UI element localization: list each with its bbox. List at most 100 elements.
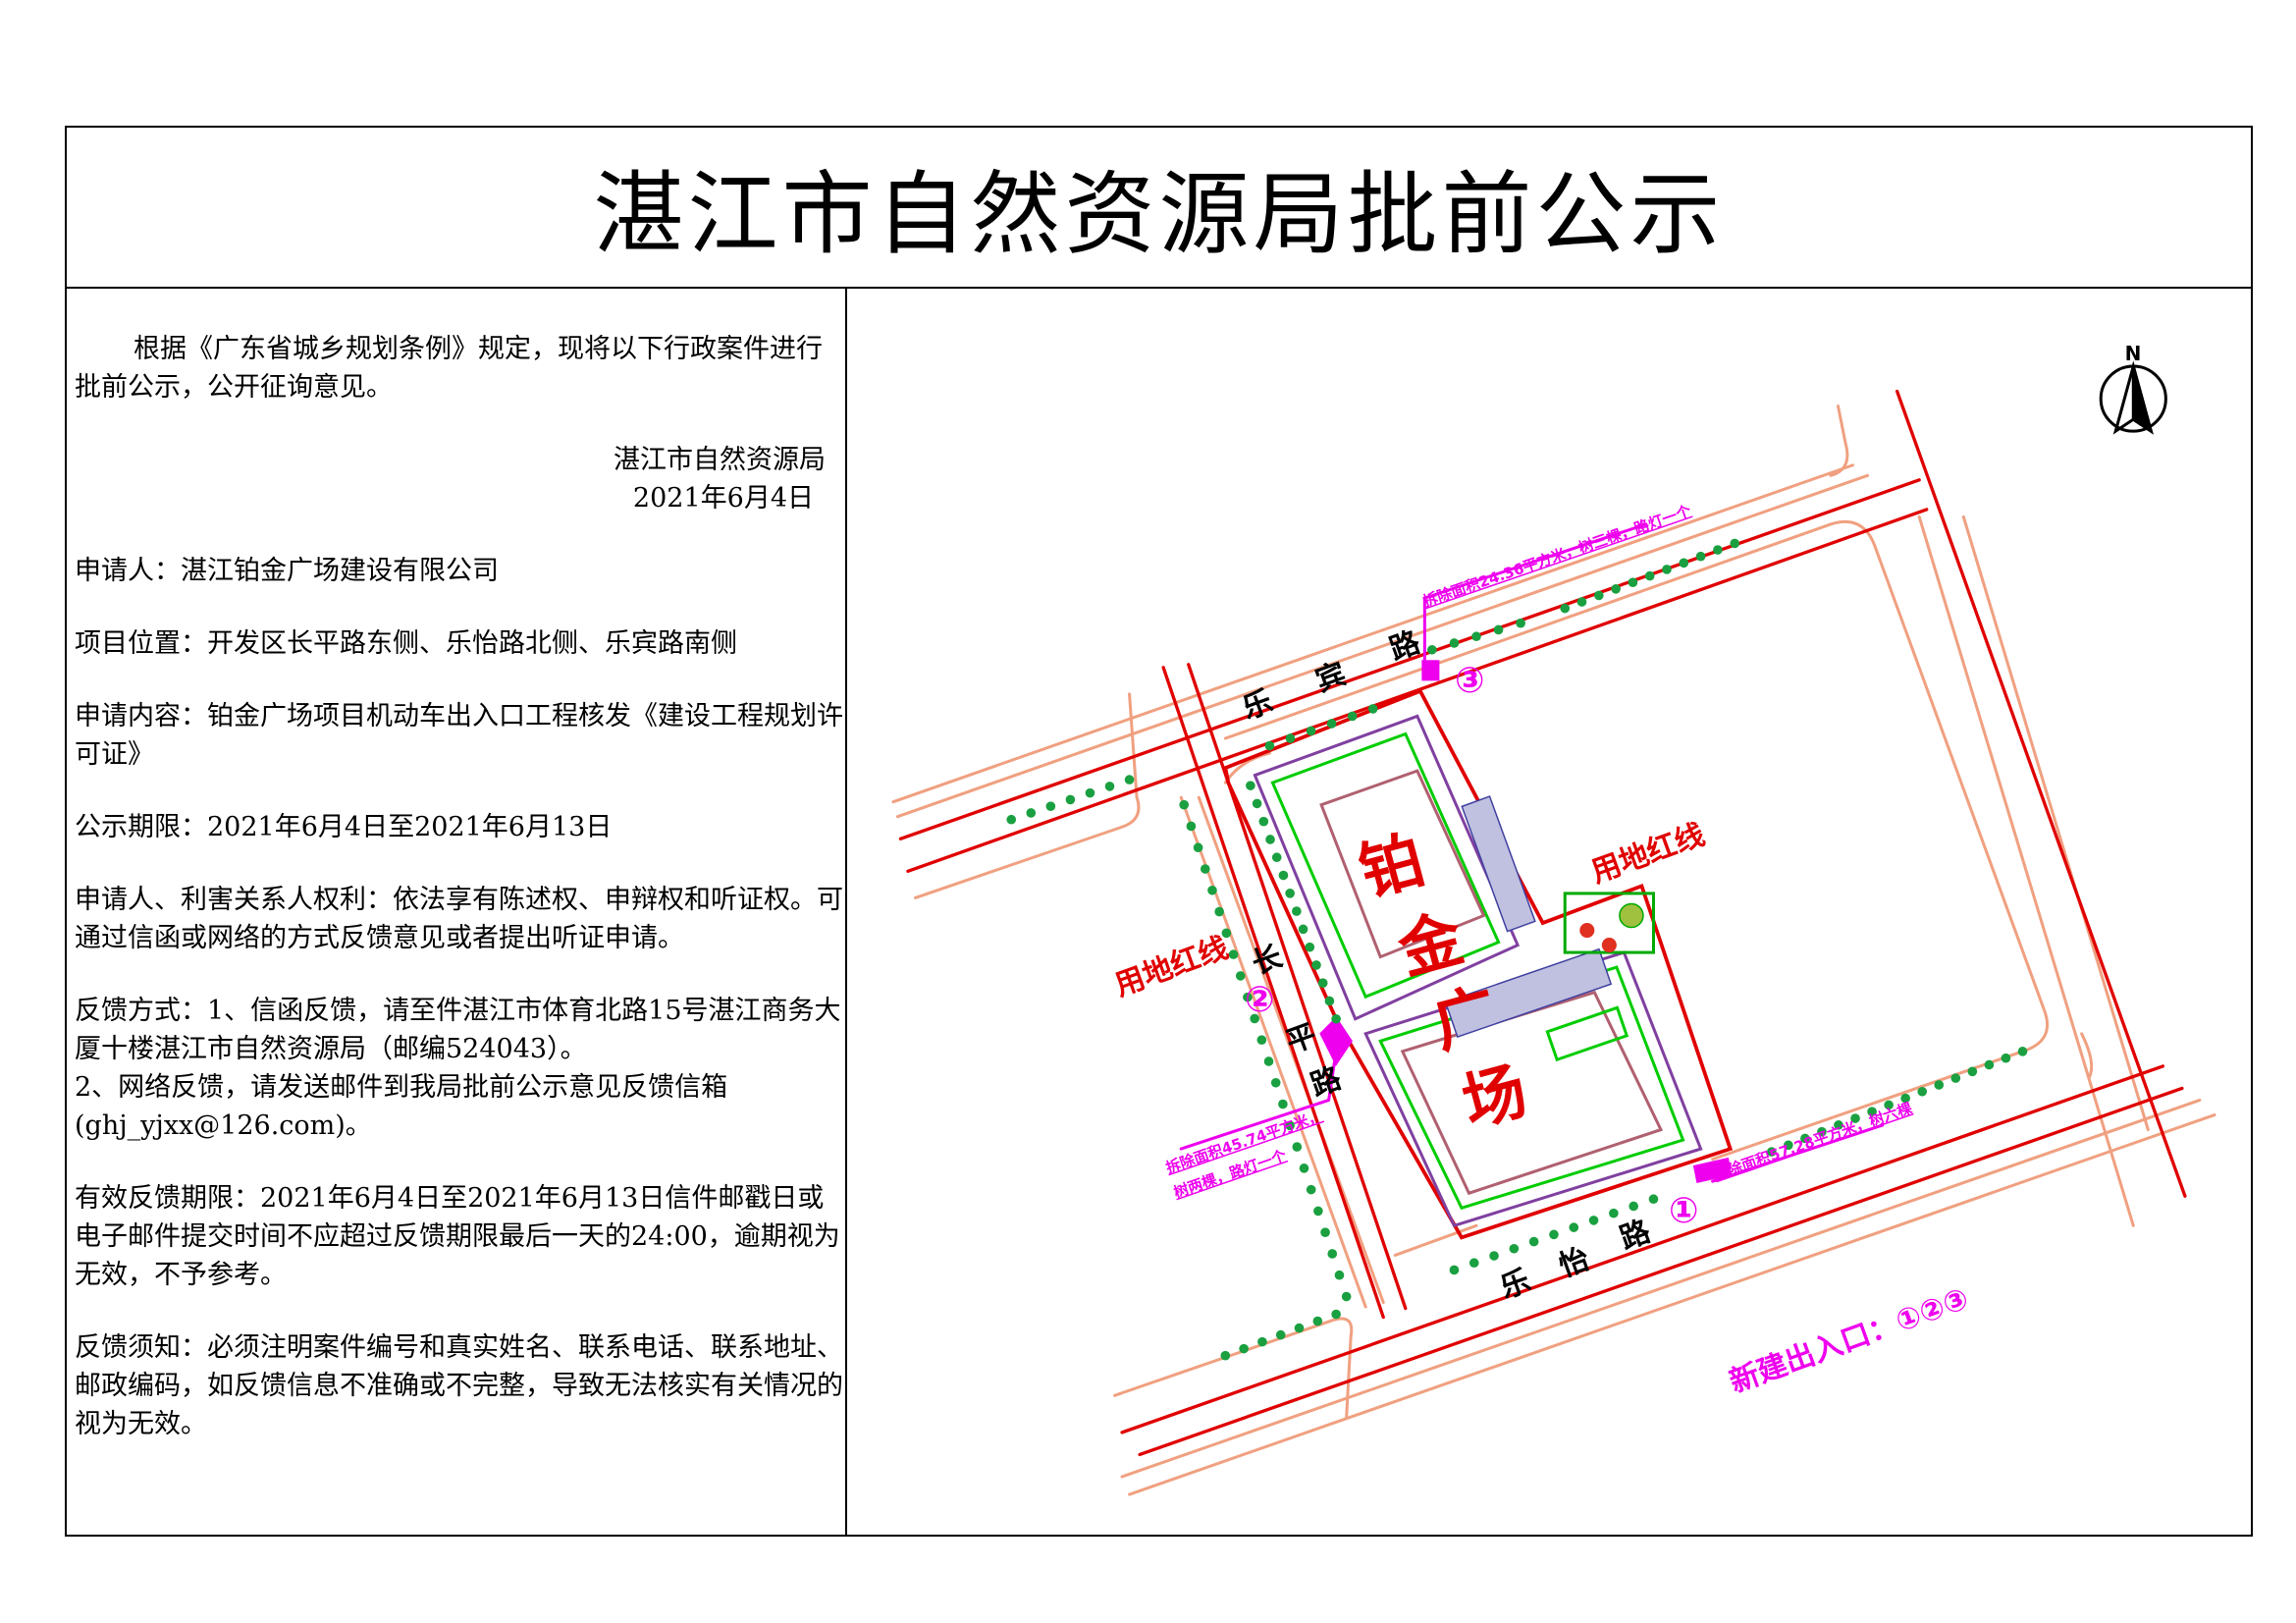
tree-marker [1252,798,1262,809]
tree-marker [1493,624,1504,635]
tree-marker [1766,1147,1777,1157]
tree-marker [1468,1258,1479,1269]
tree-marker [1662,565,1672,574]
tree-marker [1867,1107,1877,1117]
title-row: 湛江市自然资源局批前公示 [65,126,2253,289]
road-label-char: 平 [1282,1018,1321,1060]
tree-marker [1569,1222,1579,1232]
tree-marker [1967,1066,1978,1077]
tree-marker [1834,1120,1843,1130]
tree-marker [1298,924,1308,935]
tree-marker [1306,1184,1316,1195]
tree-marker [1311,960,1321,970]
tree-marker [1934,1080,1945,1090]
tree-marker [1917,1086,1928,1097]
tree-marker [1695,551,1706,562]
tree-marker [1516,618,1525,628]
site-red-boundary [1223,688,1734,1240]
stakeholder-rights: 申请人、利害关系人权利：依法享有陈述权、申辩权和听证权。可通过信函或网络的方式反… [75,885,843,953]
annotation-leaders [1179,522,1885,1184]
demolition-note-3: 拆除面积24.36平方米，树三棵，路灯一个 [1420,502,1694,611]
road-label-changping: 长 平 路 [1248,940,1347,1104]
tree-marker [1045,801,1056,811]
tree-marker [1285,1120,1295,1131]
feedback-method-email: 2、网络反馈，请发送邮件到我局批前公示意见反馈信箱(ghj_yjxx@126.c… [75,1072,728,1141]
tree-marker [1713,545,1723,555]
tree-marker [1243,992,1253,1002]
notice-frame [65,126,2253,1537]
tree-marker [2001,1053,2011,1063]
project-location: 项目位置：开发区长平路东侧、乐怡路北侧、乐宾路南侧 [75,628,737,659]
page-title: 湛江市自然资源局批前公示 [593,161,1725,267]
tree-marker [1324,996,1335,1006]
tree-marker [1186,821,1197,832]
tree-marker [1312,1316,1323,1326]
feedback-method-mail: 反馈方式：1、信函反馈，请至件湛江市体育北路15号湛江商务大厦十楼湛江市自然资源… [75,996,841,1064]
project-name-char: 铂 [1352,824,1431,910]
tree-marker [1258,816,1269,827]
tree-marker [1427,644,1437,655]
new-entrances-label: 新建出入口：①②③ [1725,1281,1973,1400]
tree-marker [1256,1035,1267,1046]
tree-marker [1327,1249,1338,1259]
tree-marker [1285,733,1296,743]
tree-marker [1257,1336,1267,1347]
tree-marker [1313,1206,1323,1217]
applicant: 申请人：湛江铂金广场建设有限公司 [75,556,499,586]
tree-marker [1730,538,1740,549]
tree-marker [1334,1270,1345,1280]
tree-marker [1179,799,1190,810]
building-outlines [1253,714,1703,1228]
road-label-char: 路 [1616,1214,1656,1256]
north-label: N [2125,342,2142,365]
tree-marker [1221,928,1232,939]
tree-marker [1306,726,1316,736]
tree-marker [1193,842,1203,853]
tree-marker [1239,1343,1249,1354]
tree-marker [1265,835,1275,844]
tree-marker [1549,1229,1559,1240]
tree-marker [1489,1251,1499,1261]
tree-marker [1278,870,1289,881]
road-edges [891,405,2216,1496]
notice-text-panel: 根据《广东省城乡规划条例》规定，现将以下行政案件进行批前公示，公开征询意见。 湛… [75,330,845,1478]
tree-marker [1884,1100,1894,1110]
notice-intro: 根据《广东省城乡规划条例》规定，现将以下行政案件进行批前公示，公开征询意见。 [75,334,823,403]
tree-marker [1292,1142,1303,1152]
project-name-char: 场 [1455,1055,1534,1141]
boundary-label-east: 用地红线 [1587,818,1710,891]
tree-marker [1509,1243,1520,1254]
tree-marker [1305,942,1315,952]
publicity-period: 公示期限：2021年6月4日至2021年6月13日 [75,812,613,842]
tree-marker [1648,1194,1659,1205]
tree-marker [1449,1265,1460,1275]
tree-marker [1331,1309,1341,1320]
tree-marker [1984,1059,1995,1070]
tree-marker [1294,1323,1305,1333]
tree-marker [1006,814,1017,825]
tree-marker [1065,794,1076,805]
tree-marker [1220,1350,1231,1361]
tree-marker [1367,704,1378,714]
issue-date: 2021年6月4日 [632,483,814,514]
tree-marker [1331,1013,1341,1024]
tree-marker [1264,740,1275,751]
tree-marker [1611,583,1621,594]
column-divider [845,288,847,1537]
feedback-deadline: 有效反馈期限：2021年6月4日至2021年6月13日信件邮戳日或电子邮件提交时… [75,1183,840,1290]
tree-marker [1528,1236,1539,1247]
road-label-char: 乐 [1238,684,1277,727]
issuer-name: 湛江市自然资源局 [614,445,826,475]
tree-marker [1214,906,1224,917]
tree-marker [1026,808,1037,818]
tree-marker [1326,719,1337,729]
tree-marker [1246,781,1255,790]
demolition-note-1: 拆除面积57.28平方米，树六棵 [1711,1099,1915,1184]
tree-marker [1270,1077,1281,1088]
issuer-signature: 湛江市自然资源局 2021年6月4日 [75,441,845,517]
tree-marker [1228,949,1239,959]
tree-marker [1449,638,1460,648]
tree-marker [1900,1093,1910,1104]
tree-marker [1085,787,1095,798]
